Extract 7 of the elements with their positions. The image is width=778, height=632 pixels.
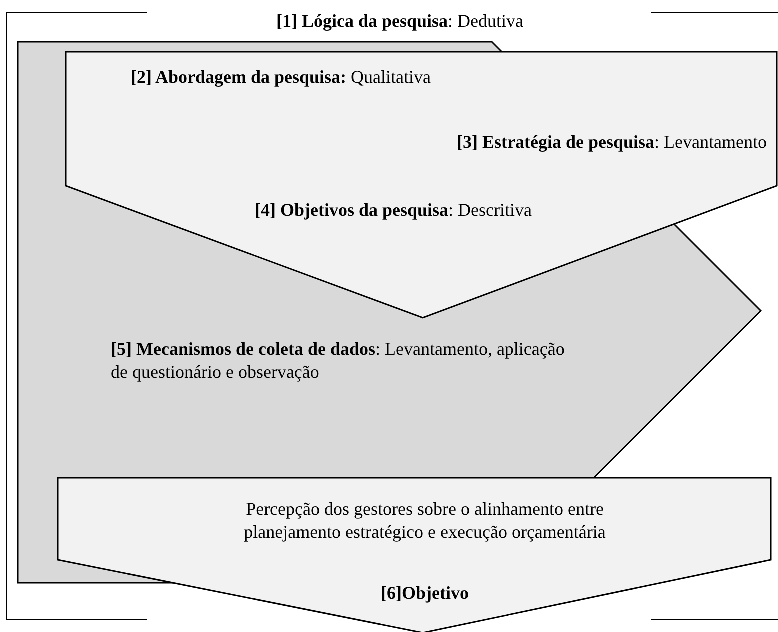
node-text: Percepção dos gestores sobre o alinhamento entre planejamento estratégico e execução orçamentária bbox=[243, 498, 607, 544]
node-text: [1] Lógica da pesquisa: Dedutiva bbox=[275, 10, 524, 33]
node-text: [5] Mecanismos de coleta de dados: Levantamento, aplicação de questionário e observação bbox=[111, 338, 566, 384]
node-text: [3] Estratégia de pesquisa: Levantamento bbox=[456, 131, 767, 154]
node-text: [2] Abordagem da pesquisa: Qualitativa bbox=[131, 66, 432, 89]
node-text: [4] Objetivos da pesquisa: Descritiva bbox=[255, 199, 534, 222]
node-text: [6]Objetivo bbox=[380, 582, 470, 605]
